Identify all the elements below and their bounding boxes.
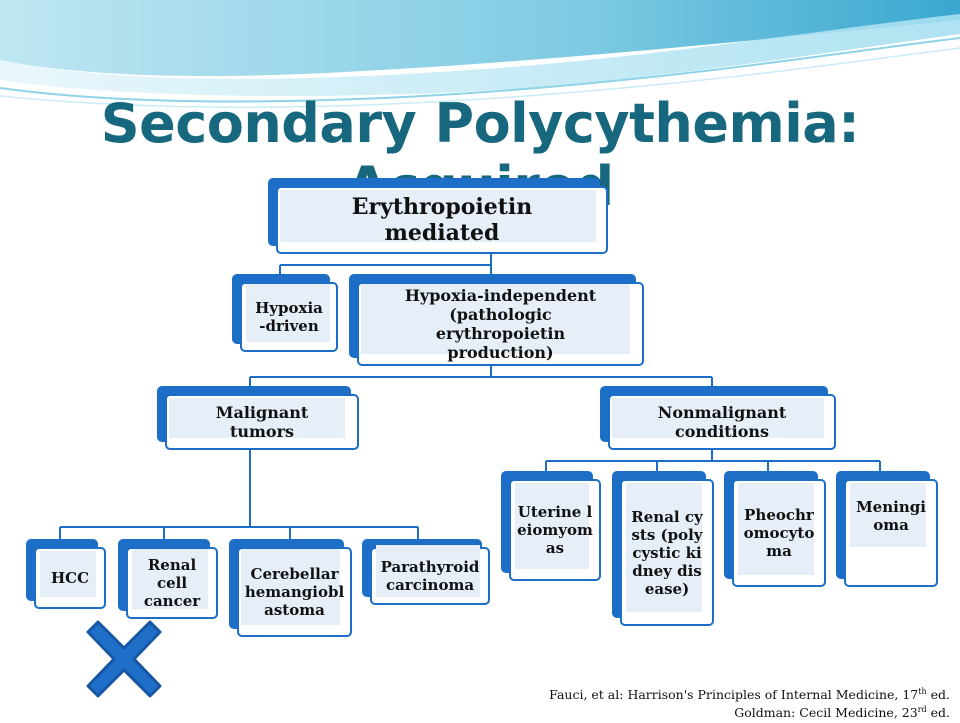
node-renal-cysts-label: Renal cysts (polycystic kidney disease)	[631, 507, 703, 598]
node-cerebellar-hemangioblastoma-label: Cerebellar hemangioblastoma	[244, 565, 345, 619]
node-hypoxia-independent-label: Hypoxia-independent (pathologic erythrop…	[404, 285, 597, 363]
node-nonmalignant-conditions-label: Nonmalignant conditions	[657, 402, 787, 441]
node-malignant-tumors: Malignant tumors	[157, 386, 359, 450]
node-nonmalignant-conditions: Nonmalignant conditions	[600, 386, 836, 450]
node-uterine-leiomyomas: Uterine leiomyomas	[501, 471, 601, 581]
node-meningioma: Meningioma	[836, 471, 938, 587]
references: Fauci, et al: Harrison's Principles of I…	[549, 686, 950, 723]
node-erythropoietin-mediated-label: Erythropoietin mediated	[351, 193, 533, 246]
node-renal-cell-cancer-label: Renal cell cancer	[143, 556, 201, 610]
node-hypoxia-independent: Hypoxia-independent (pathologic erythrop…	[349, 274, 644, 366]
node-cerebellar-hemangioblastoma: Cerebellar hemangioblastoma	[229, 539, 352, 637]
node-hypoxia-driven: Hypoxia-driven	[232, 274, 338, 352]
reference-harrison: Fauci, et al: Harrison's Principles of I…	[549, 687, 950, 703]
node-malignant-tumors-label: Malignant tumors	[215, 402, 309, 441]
reference-cecil: Goldman: Cecil Medicine, 23rd ed.	[734, 705, 950, 721]
node-meningioma-label: Meningioma	[856, 498, 926, 534]
node-parathyroid-carcinoma-label: Parathyroid carcinoma	[380, 558, 480, 594]
node-hypoxia-driven-label: Hypoxia-driven	[255, 299, 323, 335]
node-uterine-leiomyomas-label: Uterine leiomyomas	[517, 503, 593, 557]
node-renal-cell-cancer: Renal cell cancer	[118, 539, 218, 619]
node-pheochromocytoma: Pheochromocytoma	[724, 471, 826, 587]
x-mark-icon	[86, 620, 162, 698]
header-wave-decoration	[0, 0, 960, 108]
node-pheochromocytoma-label: Pheochromocytoma	[743, 506, 815, 560]
node-parathyroid-carcinoma: Parathyroid carcinoma	[362, 539, 490, 605]
node-renal-cysts: Renal cysts (polycystic kidney disease)	[612, 471, 714, 626]
node-hcc-label: HCC	[50, 569, 90, 587]
node-erythropoietin-mediated: Erythropoietin mediated	[268, 178, 608, 254]
node-hcc: HCC	[26, 539, 106, 609]
